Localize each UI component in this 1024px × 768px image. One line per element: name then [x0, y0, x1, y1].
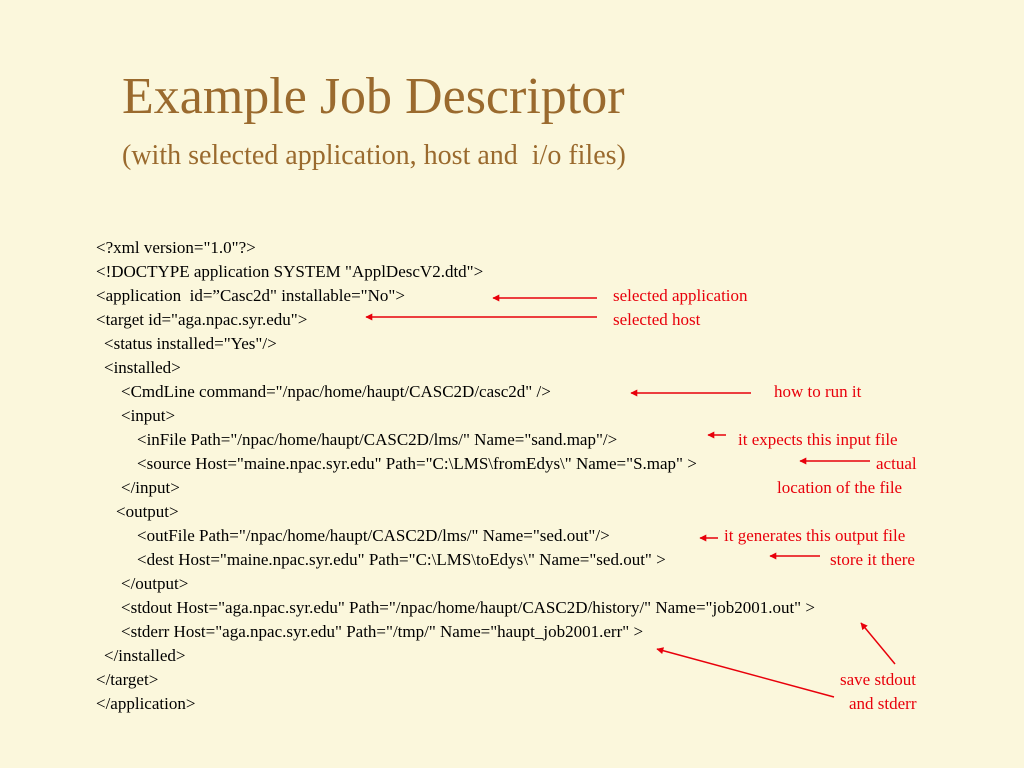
code-line-target-open: <target id="aga.npac.syr.edu">	[96, 310, 308, 329]
code-line-source: <source Host="maine.npac.syr.edu" Path="…	[137, 454, 697, 473]
annotation-how-to-run: how to run it	[774, 382, 862, 401]
code-line-output-open: <output>	[116, 502, 179, 521]
code-line-input-open: <input>	[121, 406, 176, 425]
code-line-doctype: <!DOCTYPE application SYSTEM "ApplDescV2…	[96, 262, 484, 281]
annotation-store: store it there	[830, 550, 915, 569]
slide-subtitle: (with selected application, host and i/o…	[122, 140, 626, 171]
code-line-output-close: </output>	[121, 574, 189, 593]
code-line-installed-close: </installed>	[104, 646, 186, 665]
code-line-installed-open: <installed>	[104, 358, 181, 377]
code-line-stdout: <stdout Host="aga.npac.syr.edu" Path="/n…	[121, 598, 815, 617]
arrow-to-stdout	[860, 622, 896, 665]
annotation-selected-host: selected host	[613, 310, 701, 329]
code-line-infile: <inFile Path="/npac/home/haupt/CASC2D/lm…	[137, 430, 618, 449]
code-line-input-close: </input>	[121, 478, 180, 497]
annotation-and-stderr: and stderr	[849, 694, 917, 713]
annotation-location: location of the file	[777, 478, 903, 497]
annotation-input-file: it expects this input file	[738, 430, 898, 449]
code-line-cmdline: <CmdLine command="/npac/home/haupt/CASC2…	[121, 382, 551, 401]
code-line-status: <status installed="Yes"/>	[104, 334, 277, 353]
slide-title: Example Job Descriptor	[122, 68, 625, 125]
code-line-target-close: </target>	[96, 670, 159, 689]
code-line-xml-declaration: <?xml version="1.0"?>	[96, 238, 256, 257]
code-line-dest: <dest Host="maine.npac.syr.edu" Path="C:…	[137, 550, 666, 569]
code-line-stderr: <stderr Host="aga.npac.syr.edu" Path="/t…	[121, 622, 644, 641]
annotation-actual: actual	[876, 454, 917, 473]
code-line-outfile: <outFile Path="/npac/home/haupt/CASC2D/l…	[137, 526, 610, 545]
annotation-save-stdout: save stdout	[840, 670, 917, 689]
code-line-application-open: <application id=”Casc2d" installable="No…	[96, 286, 405, 305]
annotation-output-file: it generates this output file	[724, 526, 906, 545]
code-line-application-close: </application>	[96, 694, 196, 713]
annotation-selected-application: selected application	[613, 286, 748, 305]
arrow-to-stderr	[656, 647, 835, 698]
